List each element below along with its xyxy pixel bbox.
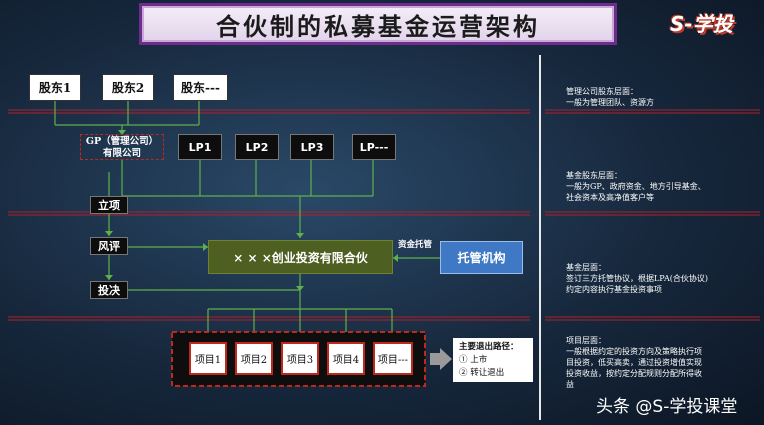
custodian-node: 托管机构 [440,241,523,274]
watermark: 头条 @S-学投课堂 [596,397,738,417]
step-approve: 立项 [90,196,128,214]
note-fund-shareholders: 基金股东层面： 一般为GP、政府资金、地方引导基金、 社会资本及高净值客户等 [566,171,706,202]
project-2: 项目2 [235,342,273,375]
lp-1: LP1 [178,134,222,160]
note-fund-level: 基金层面： 签订三方托管协议，根据LPA(合伙协议) 约定内容执行基金投资事项 [566,263,708,294]
lp-3: LP3 [290,134,334,160]
exit-title: 主要退出路径： [459,342,519,352]
lp-more: LP--- [352,134,396,160]
lp-2: LP2 [235,134,279,160]
logo: S-学投 [670,12,733,36]
note-project-level: 项目层面： 一般根据约定的投资方向及策略执行项 目投资，低买高卖，通过投资增值实… [566,336,702,389]
fund-node: × × ×创业投资有限合伙 [208,240,393,274]
page-title: 合伙制的私募基金运营架构 [139,3,617,45]
gp-label-line2: 有限公司 [102,148,141,159]
project-1: 项目1 [189,342,227,375]
step-review: 风评 [90,237,128,255]
project-more: 项目--- [373,342,413,375]
exit-item-transfer: ② 转让退出 [459,368,505,378]
gp-node: GP（管理公司） 有限公司 [80,134,164,160]
shareholder-1: 股东1 [29,74,81,101]
shareholder-2: 股东2 [102,74,154,101]
step-decide: 投决 [90,281,128,299]
gp-label-line1: GP（管理公司） [85,136,159,147]
exit-paths-box: 主要退出路径： ① 上市 ② 转让退出 [453,338,533,382]
shareholder-more: 股东--- [173,74,228,101]
exit-arrow [430,348,452,370]
exit-item-ipo: ① 上市 [459,355,488,365]
project-4: 项目4 [327,342,365,375]
project-3: 项目3 [281,342,319,375]
custody-label: 资金托管 [398,240,433,250]
note-management-shareholders: 管理公司股东层面： 一般为管理团队、资源方 [566,87,654,107]
